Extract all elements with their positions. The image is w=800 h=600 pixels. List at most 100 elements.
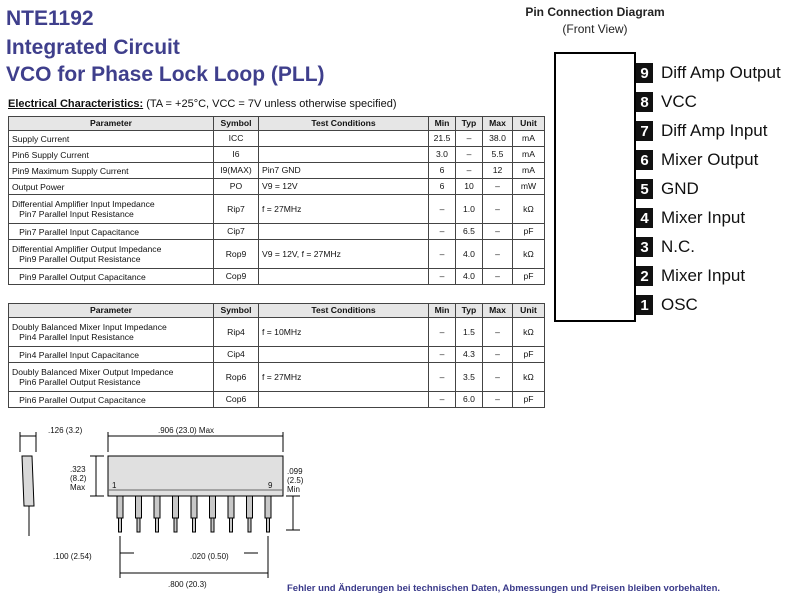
table-cell: 1.5 xyxy=(455,317,483,347)
table-cell: 3.0 xyxy=(428,146,456,163)
table-cell: – xyxy=(482,346,513,363)
table-cell: 6 xyxy=(428,178,456,195)
column-header: Min xyxy=(428,116,456,131)
table-cell: 12 xyxy=(482,162,513,179)
package-lead xyxy=(116,495,124,519)
package-lead xyxy=(172,495,179,519)
pin-4: 4 Mixer Input xyxy=(636,207,745,229)
electrical-characteristics-heading: Electrical Characteristics: (TA = +25°C,… xyxy=(8,98,397,110)
table-cell: 38.0 xyxy=(482,130,513,147)
table-cell xyxy=(258,223,429,240)
table-cell: kΩ xyxy=(512,317,545,347)
table-cell: kΩ xyxy=(512,194,545,224)
table-cell: Doubly Balanced Mixer Input Impedance Pi… xyxy=(8,317,214,347)
column-header: Unit xyxy=(512,116,545,131)
pin-9-marker: 9 xyxy=(268,481,273,490)
table-cell: f = 27MHz xyxy=(258,362,429,392)
table-cell: 21.5 xyxy=(428,130,456,147)
table-cell: pF xyxy=(512,346,545,363)
package-lead-tip xyxy=(266,517,270,533)
table-cell: 3.5 xyxy=(455,362,483,392)
table-cell: V9 = 12V, f = 27MHz xyxy=(258,239,429,269)
pin-number-badge: 8 xyxy=(636,92,653,112)
dim-lead-a: .099 xyxy=(287,467,303,476)
table-cell: pF xyxy=(512,223,545,240)
title-part-number: NTE1192 xyxy=(6,7,94,30)
table-cell: f = 10MHz xyxy=(258,317,429,347)
table-cell: Cop6 xyxy=(213,391,259,408)
dim-pitch: .100 (2.54) xyxy=(53,552,92,561)
ec-conditions: (TA = +25°C, VCC = 7V unless otherwise s… xyxy=(146,98,397,110)
title-function: VCO for Phase Lock Loop (PLL) xyxy=(6,63,325,86)
package-lead xyxy=(190,495,198,519)
table-cell: V9 = 12V xyxy=(258,178,429,195)
pin-1-marker: 1 xyxy=(112,481,117,490)
package-dimension-drawing: .126 (3.2) .906 (23.0) Max .323 (8.2) Ma… xyxy=(19,426,304,589)
table-cell: Rip4 xyxy=(213,317,259,347)
dim-span: .800 (20.3) xyxy=(168,580,207,589)
table-cell: – xyxy=(428,317,456,347)
dim-height-a: .323 xyxy=(70,465,86,474)
package-lead xyxy=(264,495,272,519)
column-header: Symbol xyxy=(213,303,259,318)
table-cell: Rop9 xyxy=(213,239,259,269)
table-cell: Pin7 Parallel Input Capacitance xyxy=(8,223,214,240)
package-lead-tip xyxy=(247,517,252,533)
table-cell: pF xyxy=(512,391,545,408)
table-cell: I9(MAX) xyxy=(213,162,259,179)
pin-number-badge: 4 xyxy=(636,208,653,228)
table-cell: Rop6 xyxy=(213,362,259,392)
pin-number-badge: 2 xyxy=(636,266,653,286)
table-cell: Cop9 xyxy=(213,268,259,285)
table-cell: mA xyxy=(512,130,545,147)
table-cell: – xyxy=(482,391,513,408)
table-cell: ICC xyxy=(213,130,259,147)
table-cell: Rip7 xyxy=(213,194,259,224)
dim-height-b: (8.2) xyxy=(70,474,87,483)
pin-diagram-subtitle: (Front View) xyxy=(562,22,628,36)
table-cell: – xyxy=(482,239,513,269)
title-device-type: Integrated Circuit xyxy=(6,36,180,59)
dim-length: .906 (23.0) Max xyxy=(158,426,214,435)
side-view-body xyxy=(21,455,35,507)
table-cell: – xyxy=(482,268,513,285)
pin-number-badge: 9 xyxy=(636,63,653,83)
column-header: Parameter xyxy=(8,116,214,131)
table-cell: 4.0 xyxy=(455,239,483,269)
table-cell: 4.3 xyxy=(455,346,483,363)
table-cell: – xyxy=(482,194,513,224)
table-cell: Differential Amplifier Input Impedance P… xyxy=(8,194,214,224)
package-lead-tip xyxy=(192,517,196,533)
table-cell xyxy=(258,391,429,408)
table-cell: 5.5 xyxy=(482,146,513,163)
dim-lead-width: .020 (0.50) xyxy=(190,552,229,561)
pin-label: VCC xyxy=(661,92,697,111)
table-cell: Cip4 xyxy=(213,346,259,363)
table-cell: – xyxy=(428,239,456,269)
front-view-body xyxy=(107,455,284,497)
table-cell: PO xyxy=(213,178,259,195)
table-cell: Pin4 Parallel Input Capacitance xyxy=(8,346,214,363)
pin-8: 8 VCC xyxy=(636,91,697,113)
column-header: Typ xyxy=(455,303,483,318)
table-cell: – xyxy=(428,268,456,285)
pin-label: Diff Amp Input xyxy=(661,121,768,140)
package-lead xyxy=(227,495,235,519)
table-cell xyxy=(258,146,429,163)
pin-label: Mixer Output xyxy=(661,150,759,169)
table-cell: kΩ xyxy=(512,362,545,392)
column-header: Max xyxy=(482,303,513,318)
pin-label: Mixer Input xyxy=(661,208,746,227)
table-cell xyxy=(258,130,429,147)
